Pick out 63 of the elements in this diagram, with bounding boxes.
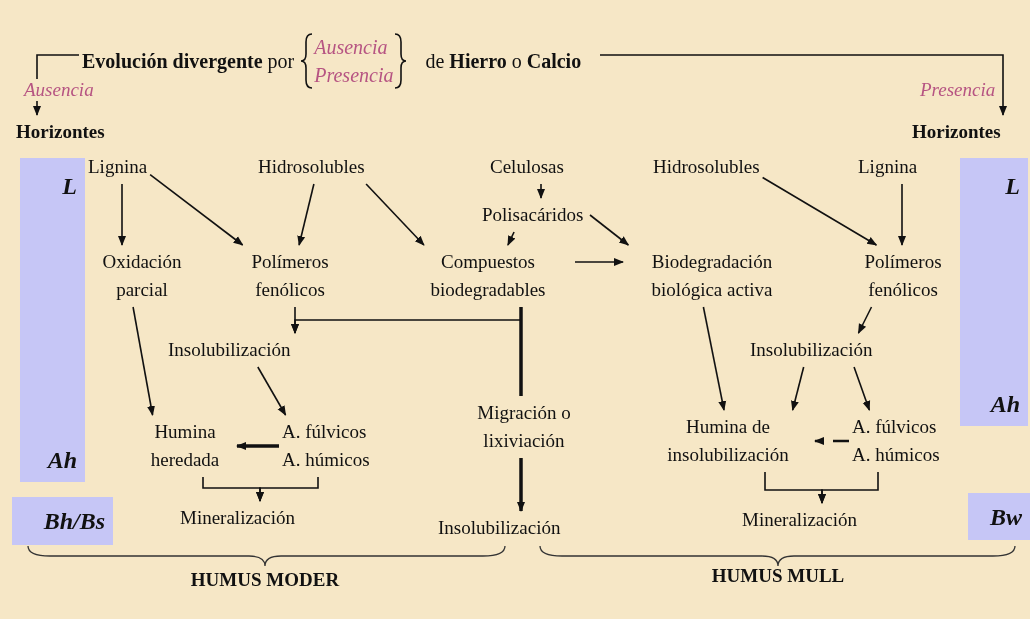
- term-text: Lignina: [858, 153, 918, 181]
- arrow: [118, 183, 126, 246]
- arrow: [814, 437, 849, 445]
- term-text: Hidrosolubles: [653, 153, 760, 181]
- term-text: Polisacáridos: [482, 201, 584, 229]
- term-text: Insolubilización: [438, 514, 561, 542]
- arrow: [761, 176, 878, 246]
- arrow: [818, 471, 879, 504]
- arrow: [537, 183, 545, 199]
- arrow: [149, 173, 244, 246]
- group-label: HUMUS MULL: [711, 565, 845, 587]
- term-text: Migración o lixiviación: [456, 399, 592, 455]
- arrow: [791, 366, 805, 411]
- term-text: Compuestos biodegradables: [404, 248, 572, 304]
- term-text: Biodegradación biológica activa: [626, 248, 798, 304]
- arrow: [574, 258, 624, 266]
- term-text: Lignina: [88, 153, 148, 181]
- group-label: HUMUS MODER: [190, 569, 340, 591]
- term-text: Horizontes: [912, 118, 1001, 146]
- title-text: de Hierro o Calcio: [425, 49, 582, 73]
- arrow: [857, 306, 873, 334]
- arrow: [702, 306, 727, 411]
- horizon-band: [12, 497, 113, 545]
- arrow: [507, 231, 516, 246]
- term-text: A. fúlvicos A. húmicos: [852, 413, 958, 469]
- arrow: [898, 183, 906, 246]
- arrow: [236, 442, 279, 450]
- term-text: Humina de insolubilización: [644, 413, 812, 469]
- term-text: Polímeros fenólicos: [234, 248, 346, 304]
- arrow: [517, 458, 525, 512]
- horizon-label: L: [1005, 172, 1020, 200]
- arrow: [297, 183, 315, 246]
- option-text: Presencia: [314, 63, 394, 88]
- horizon-band: [968, 493, 1030, 540]
- horizon-band: [20, 158, 85, 482]
- term-text: Horizontes: [16, 118, 105, 146]
- arrow: [599, 54, 1007, 116]
- term-text: Insolubilización: [750, 336, 873, 364]
- connector-line: [519, 307, 523, 396]
- term-text: Humina heredada: [136, 418, 234, 474]
- term-text: Mineralización: [742, 506, 857, 534]
- horizon-label: Bh/Bs: [43, 507, 105, 535]
- option-text: Ausencia: [314, 35, 389, 60]
- term-text: Hidrosolubles: [258, 153, 365, 181]
- title-text: Evolución divergente por: [82, 49, 295, 73]
- horizon-band: [960, 158, 1028, 426]
- edge-label: Ausencia: [22, 79, 96, 101]
- term-text: Oxidación parcial: [86, 248, 198, 304]
- horizon-label: L: [62, 172, 77, 200]
- arrow: [257, 366, 287, 416]
- arrow: [853, 366, 871, 411]
- term-text: Insolubilización: [168, 336, 291, 364]
- horizon-label: Ah: [47, 446, 77, 474]
- arrow: [256, 476, 319, 502]
- arrow: [365, 183, 425, 246]
- term-text: A. fúlvicos A. húmicos: [282, 418, 386, 474]
- arrow: [132, 306, 155, 416]
- arrow: [589, 214, 630, 246]
- horizon-label: Bw: [990, 503, 1022, 531]
- term-text: Celulosas: [490, 153, 564, 181]
- horizon-label: Ah: [990, 390, 1020, 418]
- term-text: Mineralización: [180, 504, 295, 532]
- term-text: Polímeros fenólicos: [850, 248, 956, 304]
